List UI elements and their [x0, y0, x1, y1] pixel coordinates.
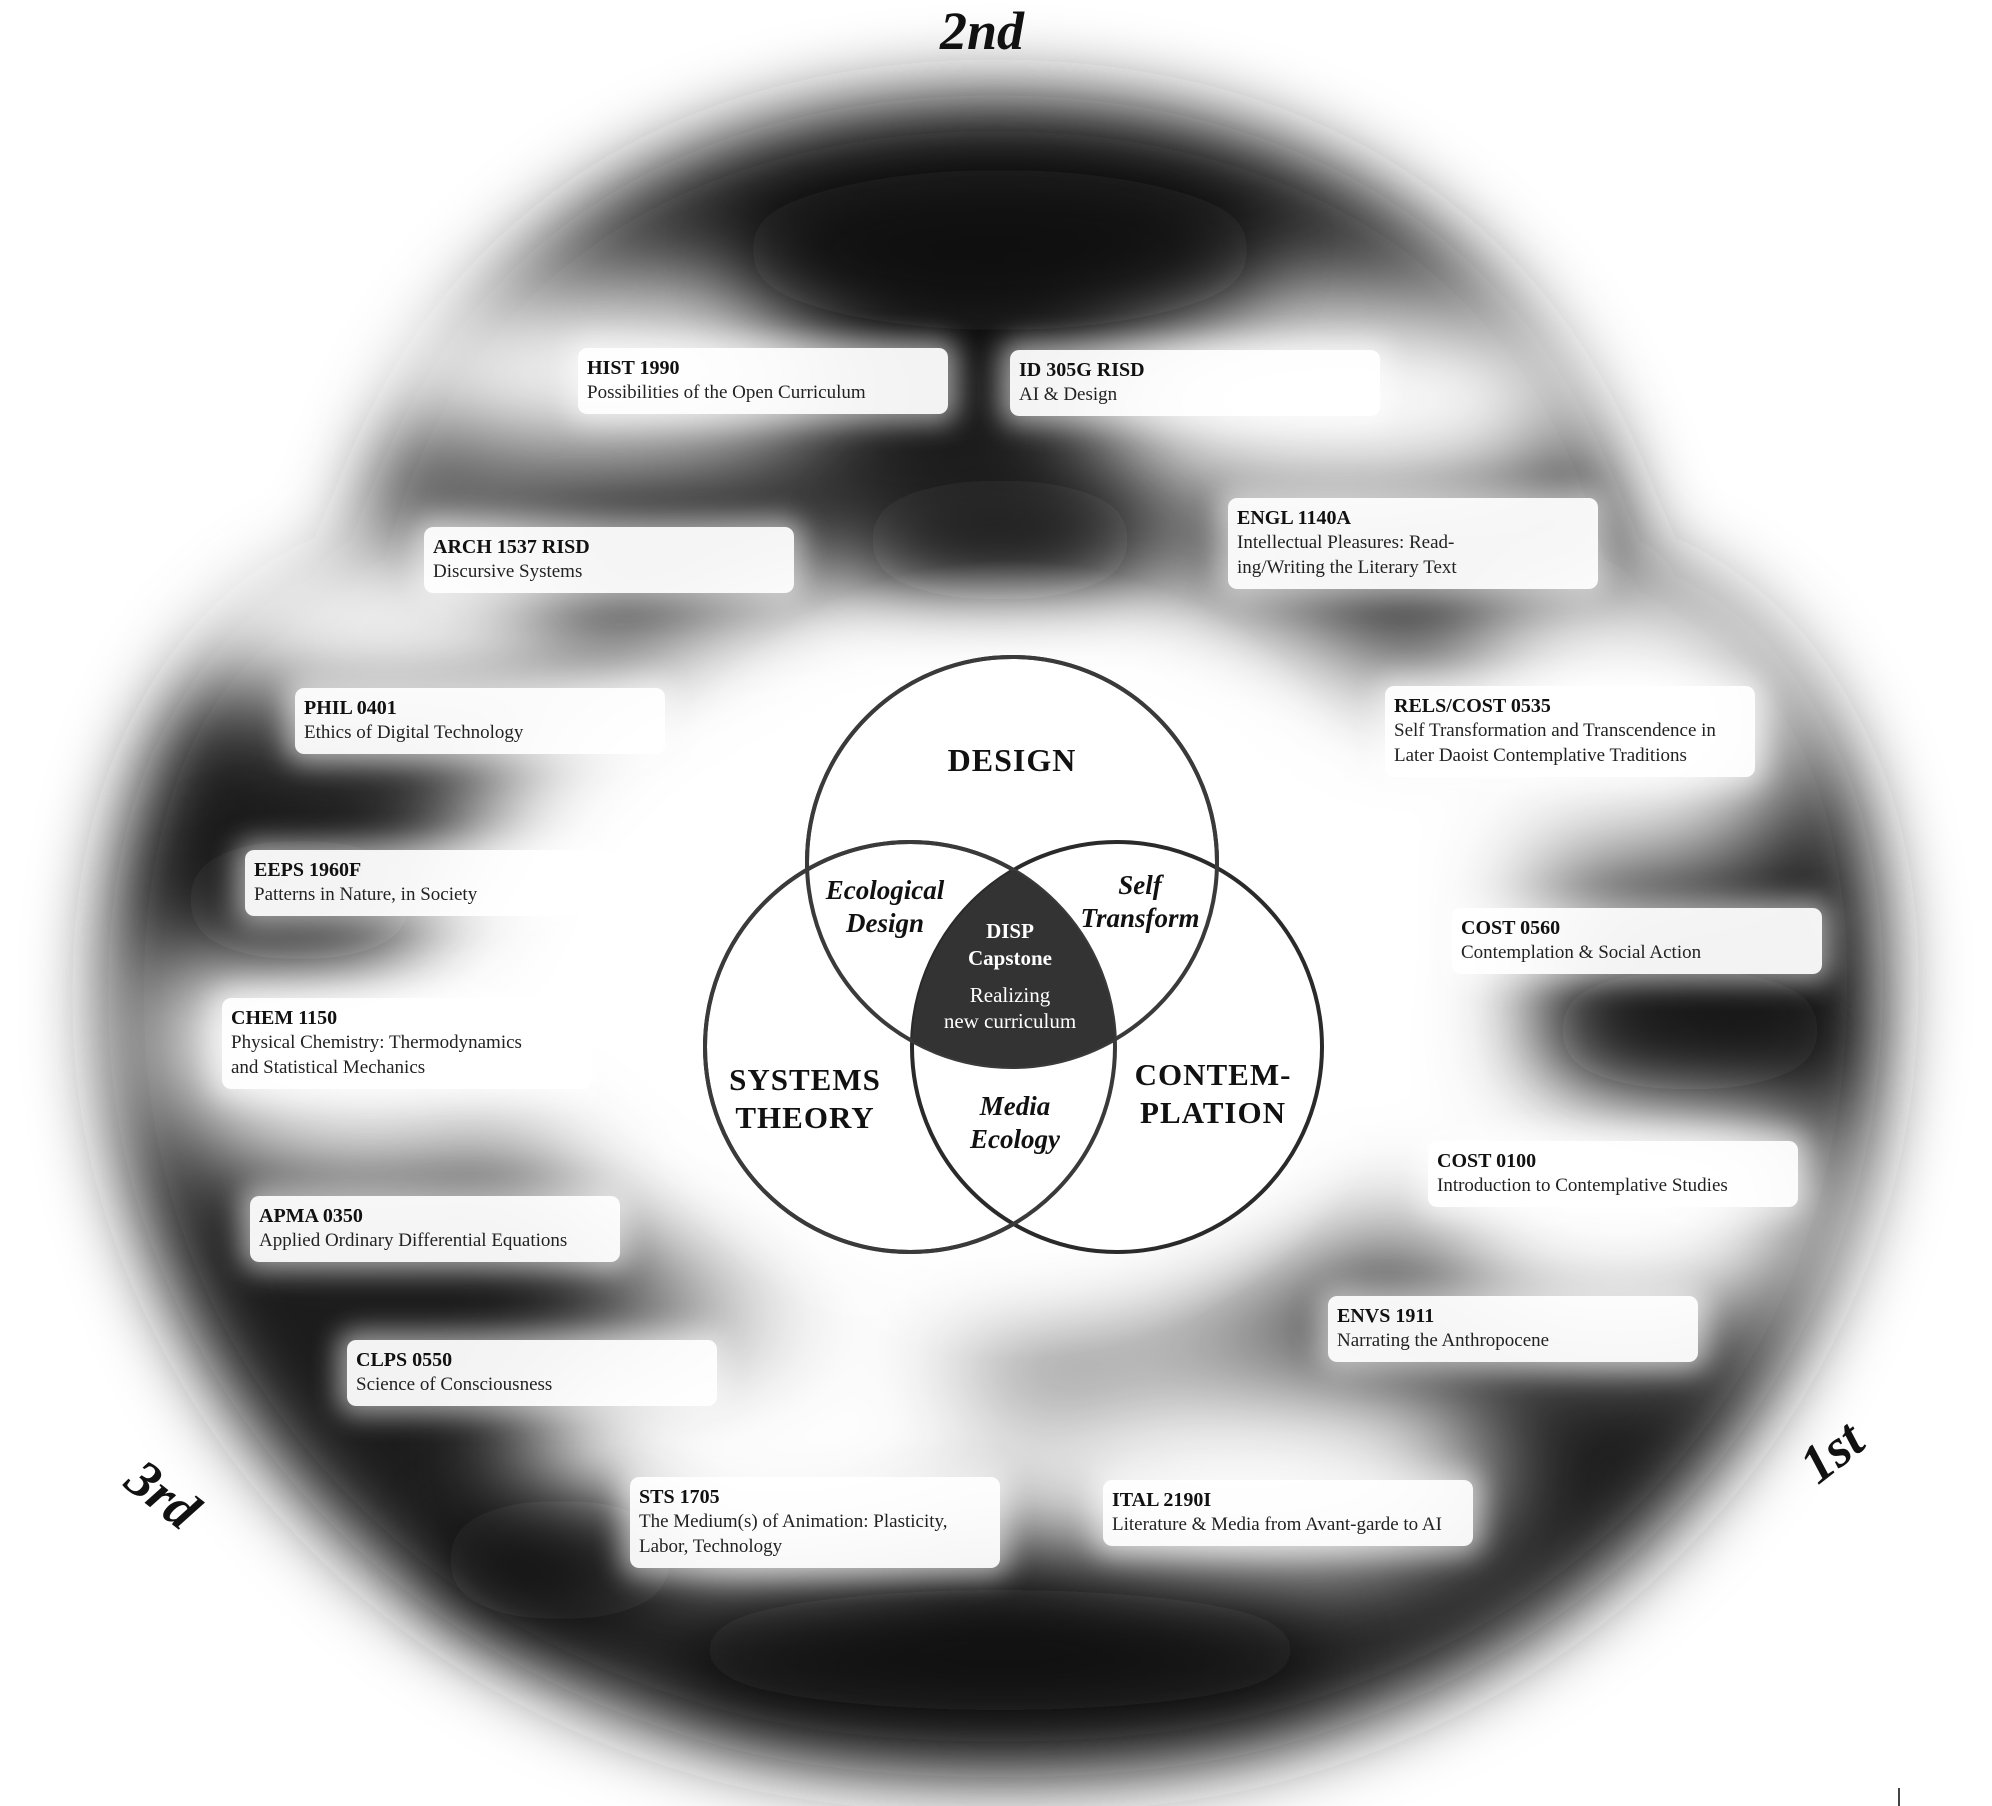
- course-card-cost-0100: COST 0100 Introduction to Contemplative …: [1428, 1141, 1798, 1207]
- course-title-line1: Intellectual Pleasures: Read-: [1237, 532, 1455, 553]
- course-code: COST 0560: [1461, 917, 1561, 939]
- self-line2: Transform: [1080, 903, 1200, 933]
- self-transform-label: Self Transform: [1060, 869, 1220, 935]
- course-title: Science of Consciousness: [356, 1374, 553, 1395]
- course-code: APMA 0350: [259, 1205, 363, 1227]
- capstone-line3: Realizing: [969, 983, 1051, 1007]
- capstone-line1: DISP: [986, 919, 1034, 943]
- course-title-line2: Labor, Technology: [639, 1536, 783, 1557]
- course-title: Applied Ordinary Differential Equations: [259, 1230, 568, 1251]
- edge-marker: [1898, 1788, 1900, 1806]
- contemplation-label: CONTEM- PLATION: [1118, 1056, 1308, 1132]
- contemplation-line2: PLATION: [1140, 1095, 1286, 1130]
- course-title-line2: Later Daoist Contemplative Traditions: [1394, 745, 1687, 766]
- course-card-cost-0560: COST 0560 Contemplation & Social Action: [1452, 908, 1822, 974]
- capstone-line4: new curriculum: [943, 1009, 1077, 1033]
- course-title-line2: and Statistical Mechanics: [231, 1057, 426, 1078]
- course-title: Narrating the Anthropocene: [1337, 1330, 1550, 1351]
- capstone-label: DISP Capstone Realizing new curriculum: [930, 918, 1090, 1034]
- course-code: CHEM 1150: [231, 1007, 338, 1029]
- course-code: ENVS 1911: [1337, 1305, 1435, 1327]
- course-code: HIST 1990: [587, 357, 680, 379]
- course-code: ID 305G RISD: [1019, 359, 1145, 381]
- course-card-clps-0550: CLPS 0550 Science of Consciousness: [347, 1340, 717, 1406]
- course-code: STS 1705: [639, 1486, 720, 1508]
- ecological-line2: Design: [845, 908, 924, 938]
- course-title: Introduction to Contemplative Studies: [1437, 1175, 1728, 1196]
- ecological-design-label: Ecological Design: [800, 874, 970, 940]
- course-title: Discursive Systems: [433, 561, 583, 582]
- course-title-line1: Physical Chemistry: Thermodynamics: [231, 1032, 522, 1053]
- course-code: RELS/COST 0535: [1394, 695, 1551, 717]
- course-code: CLPS 0550: [356, 1349, 453, 1371]
- course-code: COST 0100: [1437, 1150, 1537, 1172]
- course-card-sts-1705: STS 1705 The Medium(s) of Animation: Pla…: [630, 1477, 1000, 1568]
- course-card-chem-1150: CHEM 1150 Physical Chemistry: Thermodyna…: [222, 998, 592, 1089]
- label-2nd: 2nd: [940, 1, 1025, 61]
- course-card-apma-0350: APMA 0350 Applied Ordinary Differential …: [250, 1196, 620, 1262]
- course-card-rels-cost-0535: RELS/COST 0535 Self Transformation and T…: [1385, 686, 1755, 777]
- course-card-id-305g: ID 305G RISD AI & Design: [1010, 350, 1380, 416]
- course-title: Patterns in Nature, in Society: [254, 884, 478, 905]
- course-code: PHIL 0401: [304, 697, 397, 719]
- course-title: AI & Design: [1019, 384, 1118, 405]
- course-code: ENGL 1140A: [1237, 507, 1351, 529]
- systems-line2: THEORY: [735, 1100, 875, 1135]
- course-card-arch-1537: ARCH 1537 RISD Discursive Systems: [424, 527, 794, 593]
- design-label: DESIGN: [947, 742, 1077, 778]
- systems-theory-label: SYSTEMS THEORY: [710, 1061, 900, 1137]
- course-code: ITAL 2190I: [1112, 1489, 1212, 1511]
- course-card-hist-1990: HIST 1990 Possibilities of the Open Curr…: [578, 348, 948, 414]
- course-title-line2: ing/Writing the Literary Text: [1237, 557, 1457, 578]
- course-card-eeps-1960f: EEPS 1960F Patterns in Nature, in Societ…: [245, 850, 615, 916]
- media-ecology-label: Media Ecology: [940, 1090, 1090, 1156]
- course-code: ARCH 1537 RISD: [433, 536, 590, 558]
- contemplation-line1: CONTEM-: [1134, 1057, 1292, 1092]
- course-code: EEPS 1960F: [254, 859, 362, 881]
- course-title-line1: The Medium(s) of Animation: Plasticity,: [639, 1511, 948, 1532]
- course-title: Ethics of Digital Technology: [304, 722, 524, 743]
- systems-line1: SYSTEMS: [729, 1062, 881, 1097]
- course-card-ital-2190i: ITAL 2190I Literature & Media from Avant…: [1103, 1480, 1473, 1546]
- course-card-phil-0401: PHIL 0401 Ethics of Digital Technology: [295, 688, 665, 754]
- ecological-line1: Ecological: [825, 875, 945, 905]
- media-line2: Ecology: [970, 1124, 1060, 1154]
- self-line1: Self: [1118, 870, 1162, 900]
- course-card-engl-1140a: ENGL 1140A Intellectual Pleasures: Read-…: [1228, 498, 1598, 589]
- course-title-line1: Self Transformation and Transcendence in: [1394, 720, 1716, 741]
- course-title: Literature & Media from Avant-garde to A…: [1112, 1514, 1442, 1535]
- media-line1: Media: [979, 1091, 1051, 1121]
- course-title: Possibilities of the Open Curriculum: [587, 382, 866, 403]
- capstone-line2: Capstone: [967, 946, 1052, 970]
- course-card-envs-1911: ENVS 1911 Narrating the Anthropocene: [1328, 1296, 1698, 1362]
- course-title: Contemplation & Social Action: [1461, 942, 1702, 963]
